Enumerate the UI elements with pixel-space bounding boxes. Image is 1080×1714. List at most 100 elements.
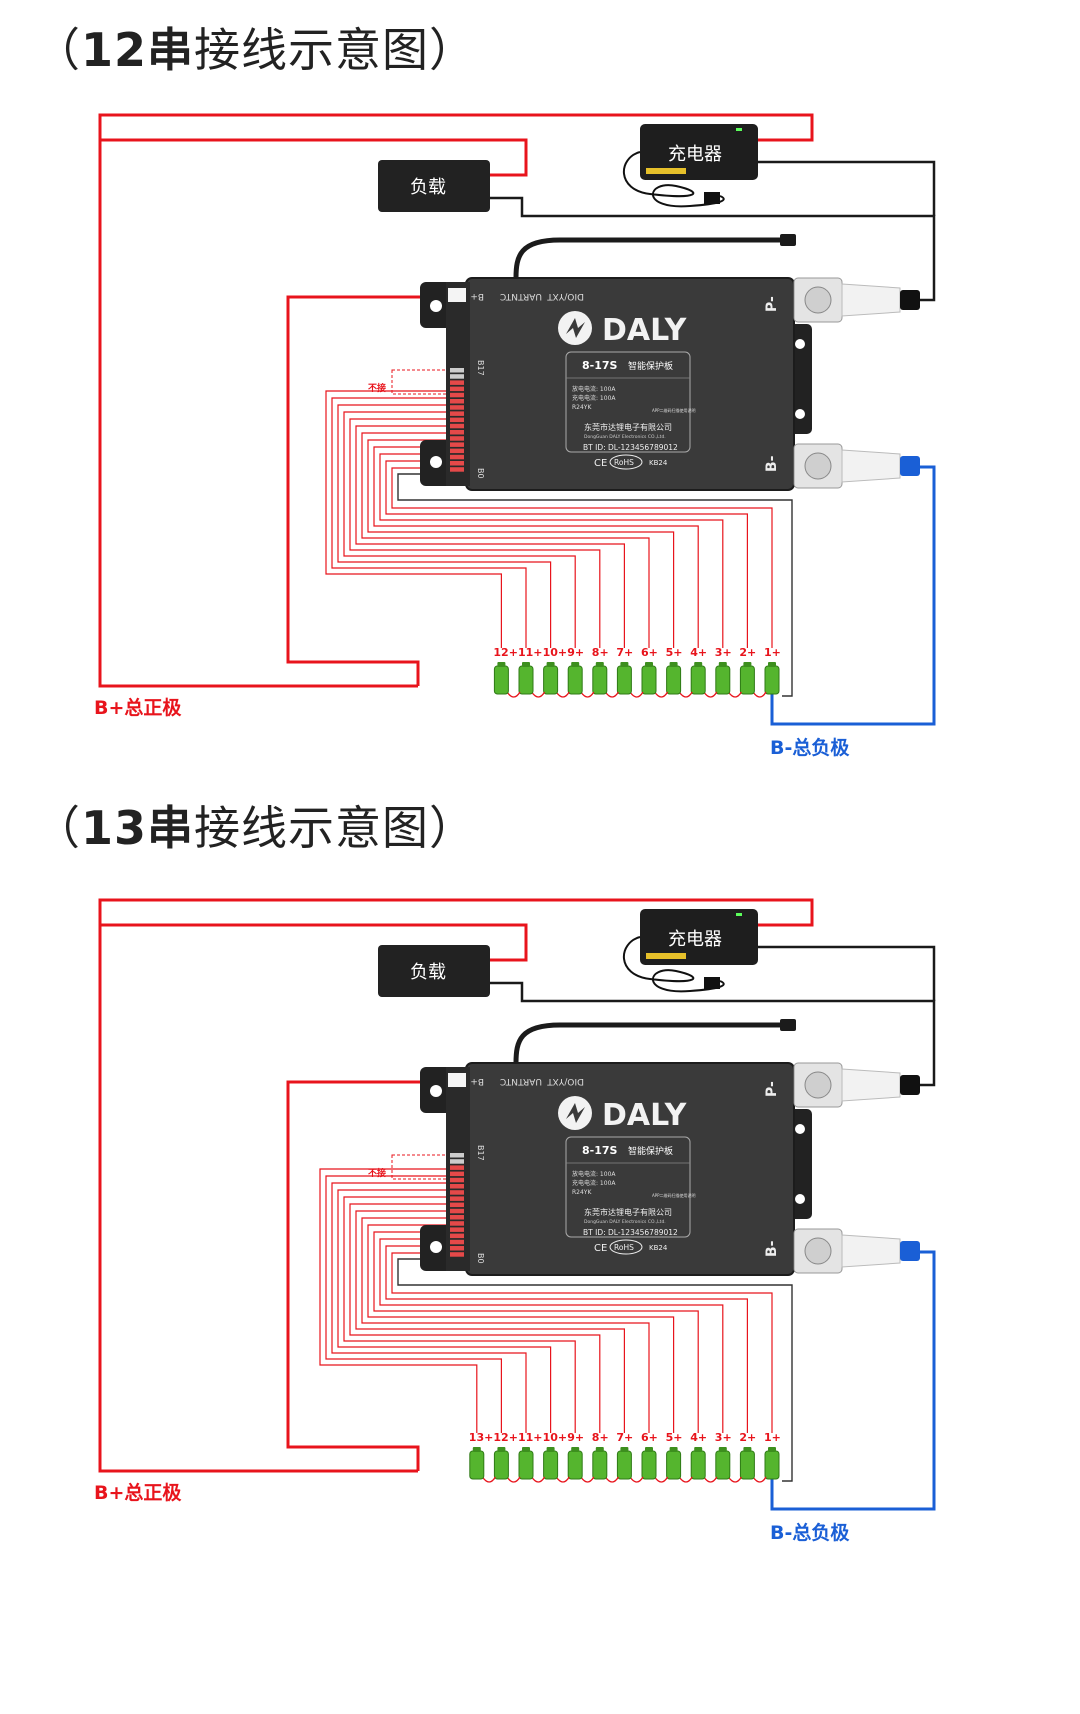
cell-label-13: 13+ [469,1431,494,1444]
cell-7-cap [620,662,629,667]
cell-9-cap [571,1447,580,1452]
balance-pin-14 [450,454,464,460]
balance-pin-5 [450,1184,464,1189]
port-label-2: UART [518,291,542,301]
charger-led [736,128,742,131]
cell-10-cap [546,1447,555,1452]
cell-12-cap [497,1447,506,1452]
company-en: DongGuan DALY Electronics CO.,Ltd. [584,434,666,440]
mount-hole-r2 [795,409,805,419]
cell-1 [764,1450,780,1480]
mount-hole-tl [430,300,442,312]
cell-label-1: 1+ [764,646,781,659]
daly-brand: DALY [602,1098,688,1133]
charger-negative-wire [758,945,936,1001]
charger-plug [704,192,720,204]
cell-label-1: 1+ [764,1431,781,1444]
balance-lead-9 [343,1196,576,1433]
balance-lead-1 [391,1252,773,1433]
b-plus-port [448,1073,466,1087]
cell-4 [690,665,706,695]
balance-lead-6 [361,1217,650,1433]
cell-4 [690,1450,706,1480]
load-box [378,160,490,212]
balance-pin-7 [450,1196,464,1201]
balance-pin-1 [450,374,464,379]
bms-model: 8-17S [582,1144,618,1157]
cell-label-10: 10+ [543,1431,568,1444]
balance-lead-2 [385,460,749,648]
b-minus-terminal-cap [900,1241,920,1261]
charger-plug [704,977,720,989]
mount-hole-bl [430,456,442,468]
pin-label-b0: B0 [476,468,485,479]
cell-label-11: 11+ [518,646,543,659]
b-plus-main-wire [98,898,814,1473]
port-label-1: NTC [500,1076,518,1086]
company-en: DongGuan DALY Electronics CO.,Ltd. [584,1219,666,1225]
batch-code: KB24 [649,459,668,467]
p-minus-label: P- [764,296,780,312]
balance-lead-8 [349,1203,601,1433]
b-minus-total-label: B-总负极 [770,1521,850,1544]
balance-lead-9 [343,411,576,648]
p-minus-terminal-bolt [804,1071,832,1099]
balance-lead-12 [325,390,502,648]
cell-7-cap [620,1447,629,1452]
b-minus-label: B- [764,455,780,472]
cell-label-12: 12+ [493,646,518,659]
cell-2 [739,665,755,695]
port-label-3: DIO/YXT [547,291,584,301]
balance-pin-14 [450,1239,464,1245]
series-link-9 [555,691,570,698]
spec-line-0: 放电电流: 100A [572,385,616,393]
cell-2 [739,1450,755,1480]
cell-label-9: 9+ [567,646,584,659]
series-link-2 [727,1476,742,1483]
series-link-10 [531,691,546,698]
balance-lead-1 [391,467,773,648]
cell-10 [543,665,559,695]
balance-pin-10 [450,1215,464,1220]
bms-model-desc: 智能保护板 [628,360,673,372]
b0-lead [397,1258,793,1482]
ntc-cable [513,1022,790,1064]
balance-pin-3 [450,1171,464,1177]
cell-label-9: 9+ [567,1431,584,1444]
series-link-3 [703,1476,718,1483]
cell-5-cap [669,662,678,667]
balance-pin-16 [450,467,464,472]
b-minus-wire [770,465,936,726]
p-minus-terminal-cap [900,290,920,310]
cell-label-4: 4+ [690,646,707,659]
cell-11-cap [522,662,530,667]
load-box [378,945,490,997]
b-plus-total-label: B+总正极 [94,696,182,719]
no-connect-label: 不接 [368,1167,386,1179]
port-label-3: DIO/YXT [547,1076,584,1086]
daly-logo-bolt [566,1103,585,1123]
series-link-4 [678,1476,693,1483]
balance-pin-6 [450,405,464,410]
charger-led [736,913,742,916]
series-link-6 [629,1476,644,1483]
series-link-9 [555,1476,570,1483]
cell-3 [715,1450,731,1480]
balance-lead-13 [319,1168,478,1433]
load-label: 负载 [410,962,446,983]
charger-sticker [646,953,686,959]
ce-mark: CE [594,458,607,469]
series-link-12 [481,1476,496,1483]
b-plus-load-wire [100,923,528,962]
charger-sticker [646,168,686,174]
balance-lead-4 [373,446,699,648]
spec-line-0: 放电电流: 100A [572,1170,616,1178]
cell-label-2: 2+ [739,646,756,659]
load-negative-wire [490,981,936,1087]
balance-pin-8 [450,417,464,423]
b-minus-terminal-bolt [804,452,832,480]
rohs-mark: RoHS [614,458,634,467]
spec-line-1: 充电电流: 100A [572,1179,616,1187]
section-13s: 不接1+2+3+4+5+6+7+8+9+10+11+12+13+充电器负载B+N… [94,898,936,1544]
b-plus-main-wire [98,113,814,688]
